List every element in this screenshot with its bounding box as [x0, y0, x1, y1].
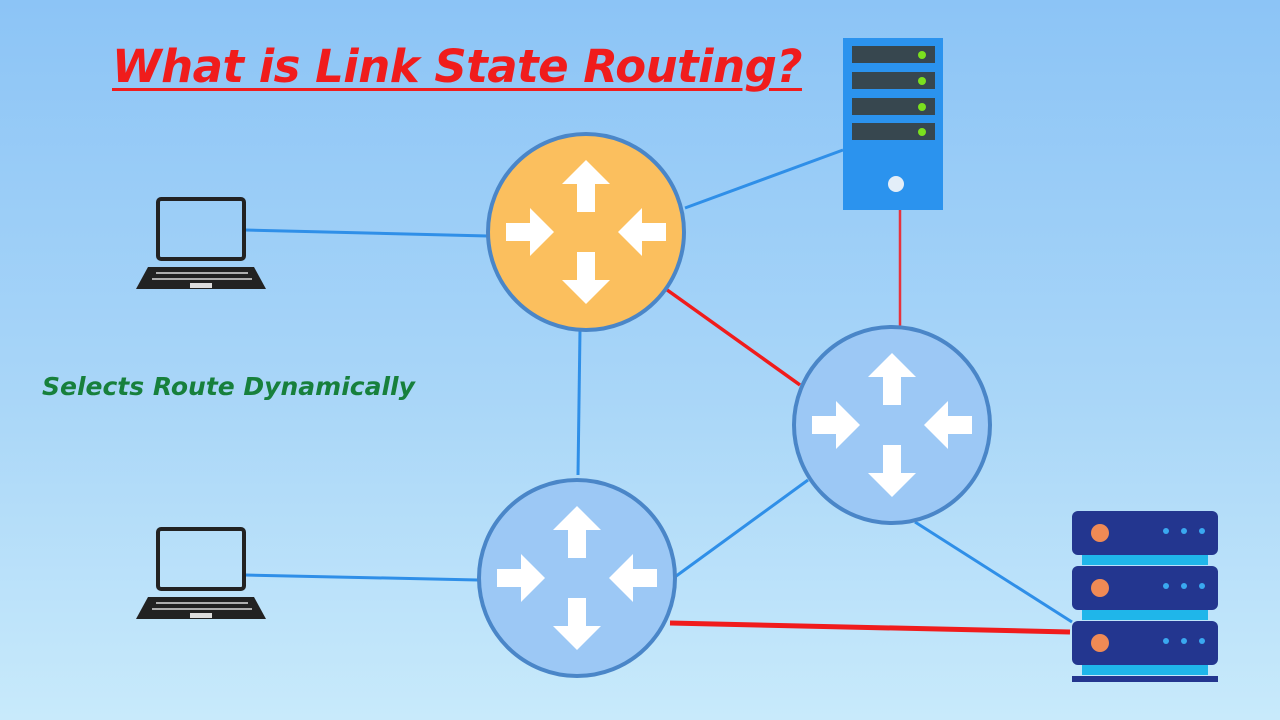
link-routerB-rack — [914, 520, 1073, 624]
router-b-icon — [792, 325, 992, 525]
router-c-icon — [477, 478, 677, 678]
page-title: What is Link State Routing? — [112, 40, 802, 93]
link-routerC-routerB — [667, 478, 809, 584]
link-routerC-rack-selected — [669, 620, 1071, 635]
laptop-icon — [134, 197, 268, 291]
link-laptop2-routerC — [244, 573, 479, 582]
link-routerA-server — [684, 148, 844, 210]
server-rack-icon — [1072, 511, 1218, 682]
router-a-icon — [486, 132, 686, 332]
links — [244, 148, 1073, 635]
link-laptop1-routerA — [244, 228, 489, 238]
server-tower-icon — [843, 38, 943, 210]
link-routerA-routerB-selected — [654, 280, 802, 387]
subtitle: Selects Route Dynamically — [42, 372, 415, 401]
link-routerA-routerC — [576, 329, 582, 476]
